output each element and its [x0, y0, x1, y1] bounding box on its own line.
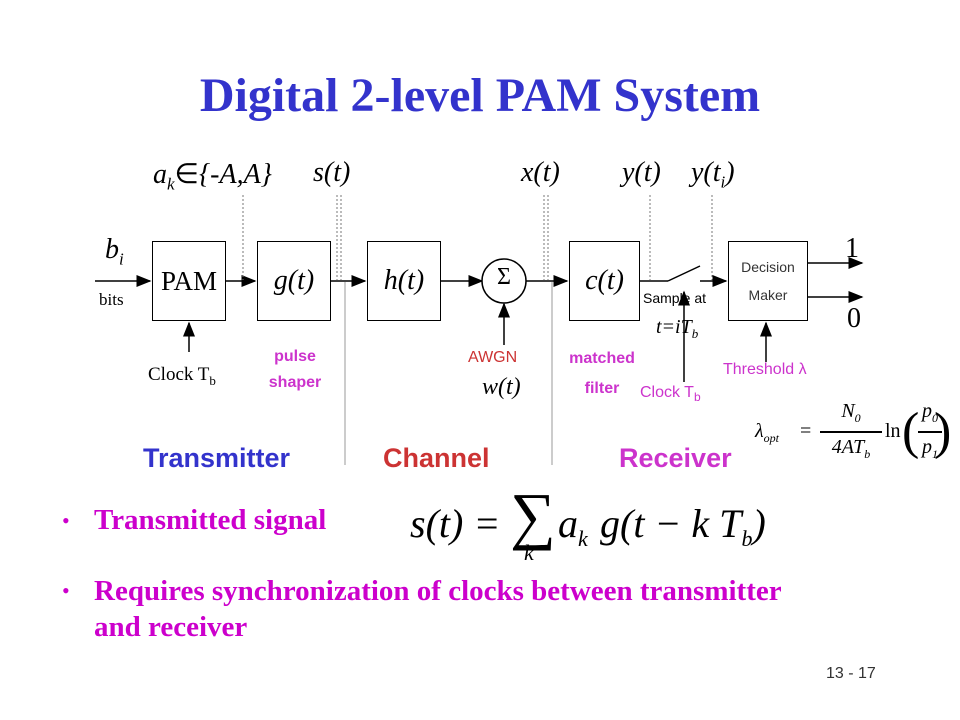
section-receiver: Receiver: [619, 443, 732, 473]
sum-symbol: Σ: [497, 264, 511, 290]
slide-title: Digital 2-level PAM System: [199, 69, 761, 122]
h-label: h(t): [383, 265, 425, 296]
formula-s-lhs: s(t) =: [410, 501, 501, 546]
decision-line1: Decision: [741, 259, 795, 275]
signal-st: s(t): [313, 157, 351, 188]
formula-num: N0: [841, 400, 861, 425]
formula-p0: p0: [922, 400, 938, 425]
formula-ak: ak: [558, 501, 588, 551]
awgn-label: AWGN: [468, 349, 518, 366]
frac-bar-2: [918, 431, 942, 433]
formula-sum-sub: k: [524, 540, 534, 565]
formula-ln: ln: [885, 420, 901, 442]
optimal-threshold-formula: λopt = N0 4ATb ln ( p0 p1 ): [750, 398, 952, 466]
bits-label: bits: [99, 290, 124, 309]
formula-den: 4ATb: [831, 436, 871, 461]
output-zero: 0: [847, 303, 861, 334]
formula-p1: p1: [922, 436, 938, 461]
input-bi: bi: [105, 234, 124, 269]
c-label: c(t): [585, 265, 624, 296]
pulse-shaper-block: g(t): [257, 241, 331, 321]
pam-label: PAM: [160, 265, 218, 296]
signal-ak: ak∈{-A,A}: [153, 159, 272, 194]
slide-number: 13 - 17: [826, 665, 876, 682]
signal-xt: x(t): [521, 157, 560, 188]
paren-open: (: [902, 403, 920, 460]
transmitted-signal-formula: s(t) = ∑ k ak g(t − k Tb): [400, 482, 780, 572]
pam-block: PAM: [152, 241, 226, 321]
matched-filter-label: matched filter: [569, 350, 635, 397]
clock-tx-label: Clock Tb: [148, 364, 216, 388]
signal-yt: y(t): [622, 157, 661, 188]
signal-yti: y(ti): [691, 157, 735, 192]
formula-g: g(t − k Tb): [600, 501, 766, 551]
paren-close: ): [934, 403, 952, 460]
bullet-dot-1: •: [62, 508, 70, 533]
matched-filter-block: c(t): [569, 241, 640, 321]
formula-eq: =: [800, 420, 812, 442]
sample-at-label: Sample at: [643, 290, 707, 306]
bullet-2: Requires synchronization of clocks betwe…: [94, 575, 782, 643]
lambda-opt: λopt: [755, 420, 780, 445]
output-one: 1: [845, 233, 859, 264]
g-label: g(t): [273, 265, 315, 296]
formula-sum: ∑: [510, 480, 556, 551]
section-transmitter: Transmitter: [143, 443, 291, 473]
channel-block: h(t): [367, 241, 441, 321]
noise-wt: w(t): [482, 374, 521, 400]
bullet-1: Transmitted signal: [94, 504, 327, 536]
frac-bar-1: [820, 431, 882, 433]
decision-line2: Maker: [748, 287, 788, 303]
bullet-dot-2: •: [62, 578, 70, 603]
sample-time-label: t=iTb: [656, 316, 699, 341]
decision-maker-block: Decision Maker: [728, 241, 808, 321]
section-channel: Channel: [383, 443, 490, 473]
threshold-label: Threshold λ: [723, 361, 807, 378]
pulse-shaper-label: pulse shaper: [268, 348, 322, 391]
clock-rx-label: Clock Tb: [640, 384, 701, 405]
